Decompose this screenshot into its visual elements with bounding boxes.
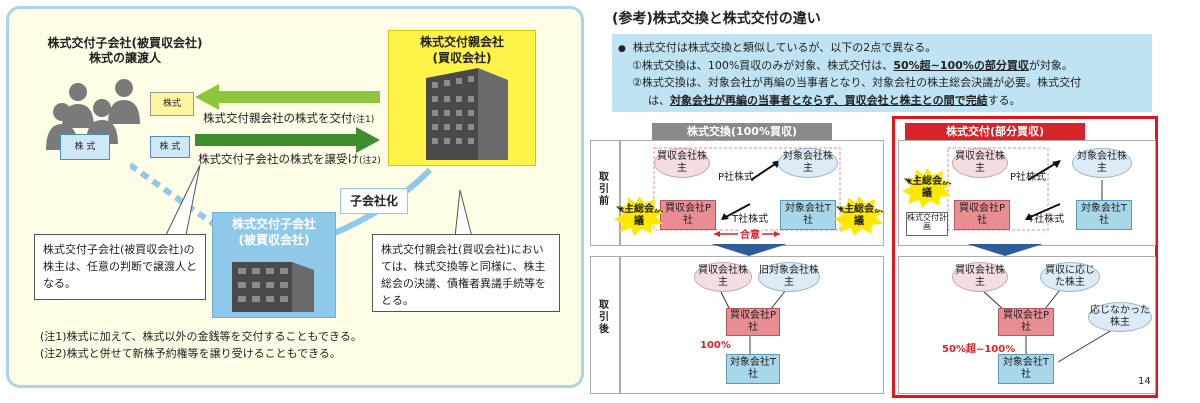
delivery-acq-holders: 買収会社株主 [952,148,1008,178]
delivery-acq-company: 買収会社P社 [954,200,1010,230]
delivery-highlight-frame [892,116,1158,398]
delivery-t-stock: T社株式 [1028,214,1065,225]
arrow2-label-text: 株式交付子会社の株式を譲受け [198,152,359,166]
exchange-p-stock: P社株式 [718,172,755,183]
subsidiary-holders-title: 株式交付子会社(被買収会社) 株式の譲渡人 [30,36,220,66]
subsidiary-label: 子会社化 [340,188,408,214]
exchange-target-holders: 対象会社株主 [778,148,838,178]
point2-line1: ②株式交換は、対象会社が再編の当事者となり、対象会社の株主総会決議が必要。株式交… [632,76,1082,90]
delivery-p-stock: P社株式 [1010,172,1047,183]
notes: (注1)株式に加えて、株式以外の金銭等を交付することもできる。 (注2)株式と併… [40,328,362,362]
exchange-after-acq-company: 買収会社P社 [726,308,780,336]
exchange-after-target-company: 対象会社T社 [726,354,780,384]
arrow2-note: (注2) [359,156,381,166]
callout-right: 株式交付親会社(買収会社)においては、株式交換等と同様に、株主総会の決議、債権者… [372,234,560,312]
exchange-after-old-target-holders: 旧対象会社株主 [758,262,820,292]
delivery-after-nonresponding-holders: 応じなかった株主 [1088,302,1152,332]
after-label: 取引後 [599,300,609,335]
exchange-agreement: 合意 [738,226,762,241]
summary-text: ● 株式交付は株式交換と類似しているが、以下の2点で異なる。 ①株式交換は、10… [618,39,1154,109]
bullet-text: 株式交付は株式交換と類似しているが、以下の2点で異なる。 [632,41,937,54]
callout-left: 株式交付子会社(被買収会社)の株主は、任意の判断で譲渡人となる。 [34,234,206,300]
exchange-after-lines [719,289,787,354]
stock-label-left: 株 式 [74,142,96,152]
point1-post: が対象。 [1028,58,1073,72]
point1-bold: 50%超~100%の部分買収 [893,58,1029,72]
parent-box-title: 株式交付親会社 [419,35,504,49]
arrow1-note: (注1) [352,115,375,125]
sub-box-sub: (被買収会社) [238,232,310,247]
delivery-target-company: 対象会社T社 [1076,200,1132,230]
comparison-summary [612,34,1152,112]
arrow2-label: 株式交付子会社の株式を譲受け(注2) [198,152,381,167]
page-title: (参考)株式交換と株式交付の違い [612,11,821,27]
delivery-after-responding-holders: 買収に応じた株主 [1040,262,1100,292]
delivery-after-panel [898,256,1156,394]
parent-building-icon [426,68,508,160]
point2-post: する。 [987,93,1021,107]
delivery-plan-doc-icon: 株式交付計画 [906,212,948,236]
subsidiary-stock-certificate-icon: 株 式 [60,134,110,160]
parent-box-sub: (買収会社) [432,50,492,65]
arrow1-label: 株式交付親会社の株式を交付(注1) [203,111,374,126]
subsidiary-building-icon [232,262,314,312]
delivery-before-lines [947,147,1103,231]
parent-stock-certificate-icon: 株式 [150,92,194,116]
sub-box-title: 株式交付子会社 [231,217,316,231]
exchange-t-stock: T社株式 [732,214,769,225]
after-label-box [590,256,620,394]
transfer-arrows [195,84,380,153]
exchange-after-acq-holders: 買収会社株主 [694,262,752,292]
arrow1-label-text: 株式交付親会社の株式を交付 [203,111,353,125]
summary-point2b: は、対象会社が再編の当事者とならず、買収会社と株主との間で完結する。 [618,92,1154,110]
exchange-target-company: 対象会社T社 [780,200,836,230]
point2-pre: は、 [648,93,670,107]
exchange-pct: 100% [700,340,731,351]
note-1: (注1)株式に加えて、株式以外の金銭等を交付することもできる。 [40,330,362,343]
before-label-box [590,140,620,246]
subsidiary-holders-title-text: 株式交付子会社(被買収会社) [47,36,203,50]
summary-point1: ①株式交換は、100%買収のみが対象、株式交付は、50%超~100%の部分買収が… [618,57,1154,75]
before-label: 取引前 [599,172,609,207]
delivery-target-holders: 対象会社株主 [1072,148,1132,178]
exchange-head: 株式交換(100%買収) [652,123,832,141]
delivery-pct: 50%超~100% [942,344,1016,355]
stock-label-top: 株式 [162,99,181,109]
delivery-after-acq-company: 買収会社P社 [998,308,1054,336]
delivery-after-lines [981,289,1113,363]
exchange-after-panel [620,256,884,394]
summary-bullet: ● 株式交付は株式交換と類似しているが、以下の2点で異なる。 [618,41,937,54]
callout-pointers [165,165,473,238]
note-2: (注2)株式と併せて新株予約権等を譲り受けることもできる。 [40,347,341,361]
acquire-arrow [195,127,380,153]
stock-label-mid: 株 式 [159,142,181,152]
page-number: 14 [1138,376,1151,387]
point2-bold: 対象会社が再編の当事者とならず、買収会社と株主との間で完結 [670,93,988,107]
deliver-arrow [195,84,380,110]
delivery-transition-arrow [967,244,1043,256]
subsidiary-holders-sub-text: 株式の譲渡人 [88,51,161,65]
point1-pre: ①株式交換は、100%買収のみが対象、株式交付は、 [632,58,894,72]
delivery-head: 株式交付(部分買収) [905,123,1085,141]
transfer-stock-certificate-icon: 株 式 [150,136,190,158]
delivery-after-acq-holders: 買収会社株主 [952,262,1008,292]
delivery-after-target-company: 対象会社T社 [998,354,1054,384]
exchange-acq-holders: 買収会社株主 [654,148,710,178]
exchange-acq-company: 買収会社P社 [660,200,716,230]
exchange-transition-arrow [711,244,787,256]
